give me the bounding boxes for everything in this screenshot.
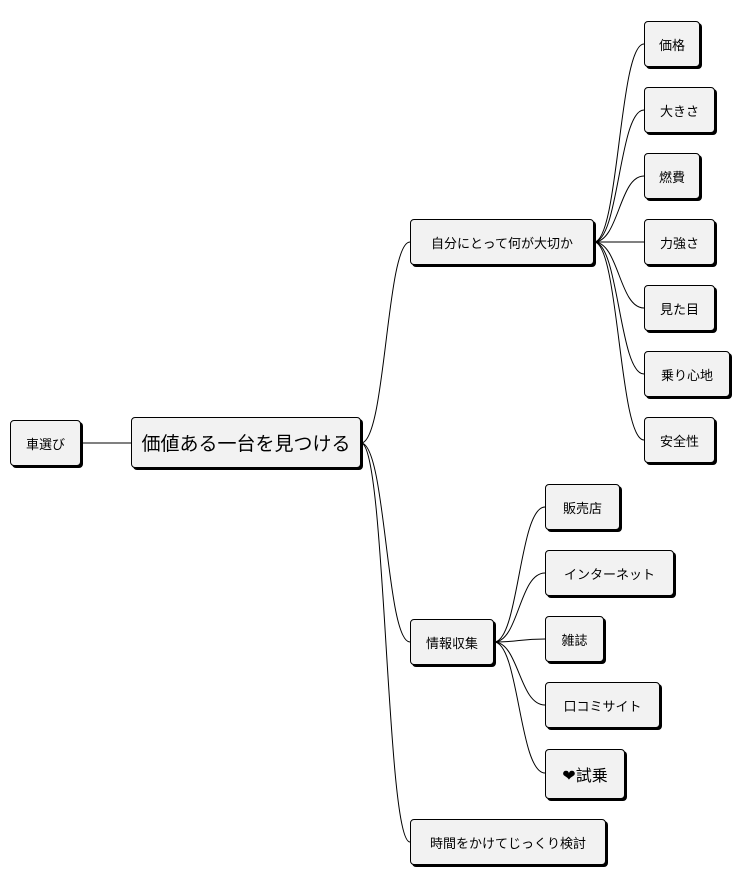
node-safety[interactable]: 安全性	[644, 417, 715, 463]
node-power[interactable]: 力強さ	[644, 219, 715, 265]
node-main[interactable]: 価値ある一台を見つける	[131, 417, 361, 468]
node-dealer[interactable]: 販売店	[545, 484, 620, 530]
edge-b1-c6	[593, 241, 645, 375]
node-branch-consider-carefully[interactable]: 時間をかけてじっくり検討	[410, 819, 606, 865]
node-size[interactable]: 大きさ	[644, 87, 715, 133]
edge-b1-c2	[593, 109, 645, 243]
edge-main-branch1	[360, 241, 411, 444]
node-review-sites[interactable]: 口コミサイト	[545, 682, 660, 728]
edge-b2-c5	[493, 641, 546, 774]
edge-b1-c1	[593, 43, 645, 243]
node-appearance[interactable]: 見た目	[644, 285, 715, 331]
node-root[interactable]: 車選び	[10, 420, 81, 466]
node-fuel-efficiency[interactable]: 燃費	[644, 153, 700, 199]
edge-main-branch2	[360, 442, 411, 643]
node-price[interactable]: 価格	[644, 21, 700, 67]
node-magazine[interactable]: 雑誌	[545, 616, 604, 662]
edge-b1-c3	[593, 175, 645, 243]
edge-b2-c3	[493, 638, 546, 643]
edge-b2-c1	[493, 506, 546, 643]
node-ride-comfort[interactable]: 乗り心地	[644, 351, 730, 397]
node-test-drive[interactable]: ❤試乗	[545, 749, 625, 799]
edge-b1-c7	[593, 241, 645, 441]
edge-b2-c2	[493, 572, 546, 643]
node-branch-info-gathering[interactable]: 情報収集	[410, 619, 494, 665]
edge-b1-c5	[593, 241, 645, 309]
node-internet[interactable]: インターネット	[545, 550, 674, 596]
edge-main-branch3	[360, 442, 411, 843]
node-branch-priorities[interactable]: 自分にとって何が大切か	[410, 219, 594, 265]
edge-b2-c4	[493, 641, 546, 706]
